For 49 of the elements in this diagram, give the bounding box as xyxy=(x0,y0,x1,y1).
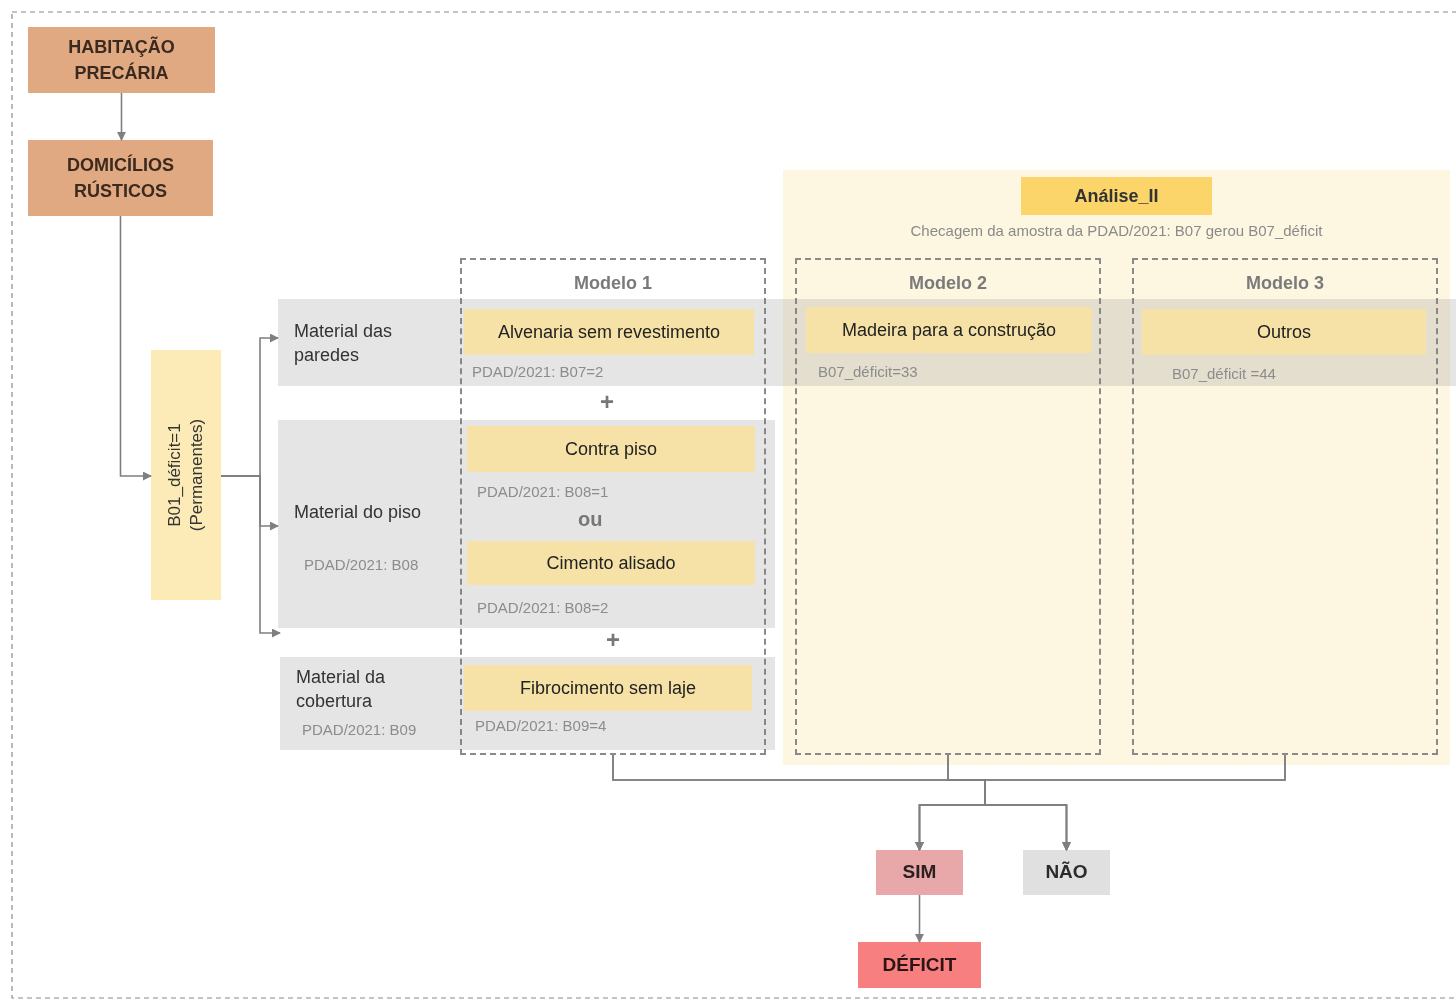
box-label: NÃO xyxy=(1045,860,1088,885)
operator-label: ou xyxy=(578,507,603,532)
variable-code: PDAD/2021: B08=2 xyxy=(477,598,609,618)
connector-arrow xyxy=(119,215,152,481)
analysis-note: Checagem da amostra da PDAD/2021: B07 gerou B07_déficit xyxy=(910,221,1323,241)
connector-arrow xyxy=(117,92,126,141)
connector-arrow xyxy=(915,894,924,943)
variable-code: PDAD/2021: B08 xyxy=(304,555,419,575)
box-label: Alvenaria sem revestimento xyxy=(497,320,721,344)
material-box xyxy=(1142,309,1426,355)
band-label: Material das paredes xyxy=(294,320,394,367)
material-box xyxy=(806,307,1092,353)
material-box xyxy=(467,541,755,585)
yes-box xyxy=(876,850,963,895)
model-title: Modelo 1 xyxy=(574,272,652,295)
connector-arrow xyxy=(220,475,281,638)
material-box xyxy=(464,665,752,711)
variable-code: PDAD/2021: B07=2 xyxy=(472,362,604,382)
box-label: SIM xyxy=(902,860,937,885)
analysis-title: Análise_II xyxy=(1021,177,1212,215)
connector-arrow xyxy=(984,754,1286,851)
condition-label: B01_déficit=1 (Permanentes) xyxy=(164,417,207,534)
variable-code: PDAD/2021: B09 xyxy=(302,720,417,740)
band-label: Material da cobertura xyxy=(296,666,387,713)
condition-box xyxy=(151,350,221,600)
operator-label: + xyxy=(600,390,614,414)
variable-code: PDAD/2021: B09=4 xyxy=(475,716,607,736)
deficit-box xyxy=(858,942,981,988)
box-label: DÉFICIT xyxy=(882,952,957,977)
model-title: Modelo 2 xyxy=(909,272,987,295)
material-box xyxy=(464,309,754,355)
band-label: Material do piso xyxy=(294,501,422,524)
variable-code: B07_déficit=33 xyxy=(818,362,918,382)
box-label: Outros xyxy=(1257,320,1311,344)
box-label: Contra piso xyxy=(564,437,658,461)
box-label: DOMICÍLIOS RÚSTICOS xyxy=(66,153,175,203)
no-box xyxy=(1023,850,1110,895)
box-label: Fibrocimento sem laje xyxy=(519,676,697,700)
box-label: HABITAÇÃO PRECÁRIA xyxy=(67,35,176,85)
box-label: Cimento alisado xyxy=(546,551,676,575)
model-title: Modelo 3 xyxy=(1246,272,1324,295)
category-box xyxy=(28,27,215,93)
box-label: Madeira para a construção xyxy=(841,318,1057,342)
operator-label: + xyxy=(606,628,620,652)
variable-code: PDAD/2021: B08=1 xyxy=(477,482,609,502)
material-box xyxy=(467,426,755,472)
variable-code: B07_déficit =44 xyxy=(1172,364,1276,384)
category-box xyxy=(28,140,213,216)
analysis-panel xyxy=(783,170,1450,765)
